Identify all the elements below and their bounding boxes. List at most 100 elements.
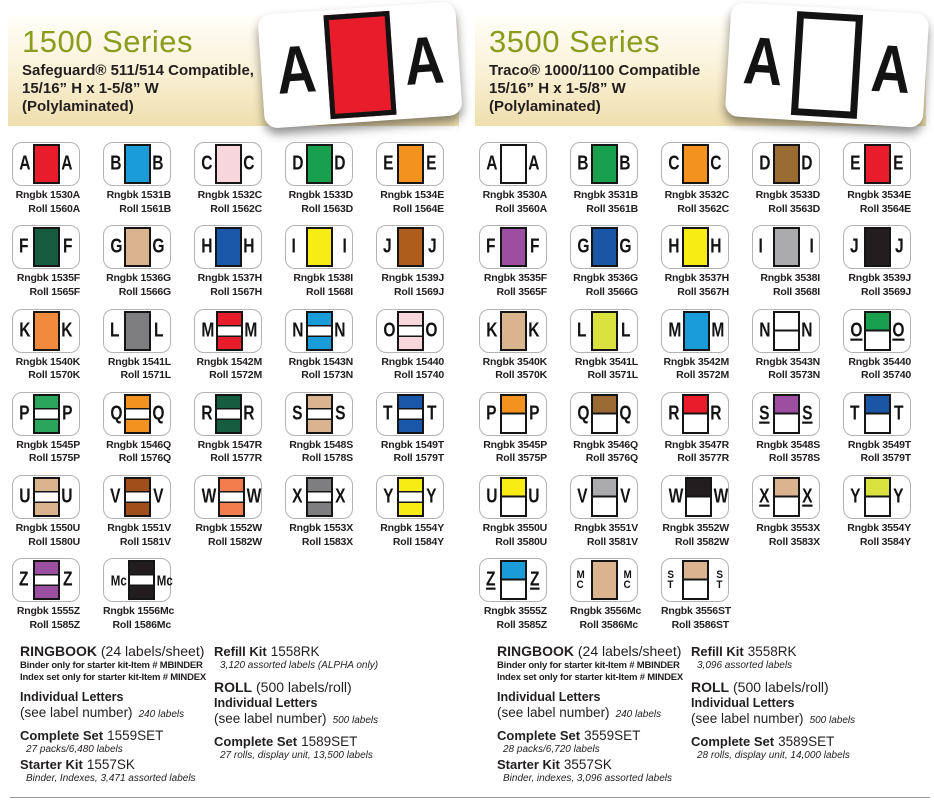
ringbook-code: Rngbk 3547R [664, 438, 730, 451]
tile-letter: C [243, 152, 255, 175]
individual-letters-label: Individual Letters [691, 695, 795, 710]
color-swatch [396, 144, 424, 184]
ringbook-code: Rngbk 3554Y [847, 522, 911, 535]
tile-letter: X [335, 485, 346, 508]
tile-letter: O [425, 318, 438, 342]
ringbook-code: Rngbk 1535F [16, 272, 80, 285]
roll-code: Roll 3564E [859, 202, 911, 215]
ringbook-code: Rngbk 3535F [483, 272, 547, 285]
roll-code: Roll 1578S [301, 452, 353, 465]
color-swatch [863, 144, 891, 184]
complete-set-note: 27 rolls, display unit, 13,500 labels [220, 749, 373, 761]
ringbook-code: Rngbk 3556ST [661, 605, 731, 618]
ringbook-code: Rngbk 1554Y [380, 522, 444, 535]
tile-letter: U [61, 485, 73, 508]
tile-letter: K [19, 318, 31, 342]
tile-letter: F [19, 235, 29, 259]
color-swatch [305, 477, 333, 518]
roll-code: Roll 1564E [392, 202, 444, 215]
ringbook-code: Rngbk 1550U [15, 522, 81, 535]
tile-letter: R [201, 401, 213, 425]
index-note: Index set only for starter kit-Item # MI… [497, 671, 683, 683]
individual-letters-label: Individual Letters [20, 690, 124, 705]
ringbook-code: Rngbk 3550U [482, 522, 548, 535]
color-swatch [32, 144, 60, 184]
starter-kit-code: 3557SK [563, 757, 612, 773]
ringbook-code: Rngbk 3553X [756, 522, 820, 535]
series-title: 1500 Series [22, 24, 193, 59]
tile-letter: U [19, 485, 31, 508]
tile-letter: Y [893, 485, 904, 508]
roll-code: Roll 1561B [119, 202, 171, 215]
roll-code: Roll 35740 [861, 369, 911, 382]
color-swatch [396, 393, 424, 434]
ringbook-code: Rngbk 1533D [288, 189, 354, 201]
see-label-line: (see label number)500 labels [214, 711, 444, 726]
tile-letter: Mc [157, 571, 174, 590]
series-3500: 3500 Series Traco® 1000/1100 Compatible … [467, 0, 934, 803]
see-label-line: (see label number)500 labels [691, 711, 921, 726]
roll-label: ROLL [691, 678, 730, 695]
ringbook-code: Rngbk 3538I [760, 272, 820, 285]
tile-letter: M [201, 318, 215, 342]
roll-code: Roll 3572M [676, 369, 729, 382]
color-swatch [123, 227, 151, 268]
tile-letter: A [486, 152, 498, 175]
tile-letter: N [292, 318, 304, 342]
tile-letter: H [201, 235, 213, 259]
roll-code: Roll 3561B [586, 202, 638, 215]
color-swatch [396, 477, 424, 518]
tile-letter-part: C [623, 579, 631, 592]
series-title: 3500 Series [489, 24, 660, 59]
subtitle-line: 15/16” H x 1-5/8” W [22, 80, 159, 97]
tile-letter: V [153, 485, 164, 508]
complete-set-label: Complete Set [497, 728, 581, 744]
tile-letter: L [110, 318, 120, 342]
tile-letter: Mc [110, 571, 127, 590]
ringbook-code: Rngbk 3539J [848, 272, 911, 285]
ringbook-code: Rngbk 1540K [15, 355, 81, 368]
tile-letter-part: M [623, 568, 632, 581]
tile-letter: G [577, 235, 590, 259]
tile-letter: D [759, 152, 771, 175]
ringbook-code: Rngbk 3536G [573, 272, 638, 285]
refill-kit-note: 3,096 assorted labels [697, 659, 793, 671]
color-swatch [123, 477, 151, 518]
tile-letter: S [335, 401, 346, 425]
tile-letter: A [61, 152, 73, 175]
ringbook-code: Rngbk 1536G [106, 272, 171, 285]
series-subtitle: Safeguard® 511/514 Compatible, 15/16” H … [22, 62, 254, 116]
refill-kit-code: 3558RK [747, 643, 797, 659]
roll-code: Roll 3580U [495, 535, 547, 548]
